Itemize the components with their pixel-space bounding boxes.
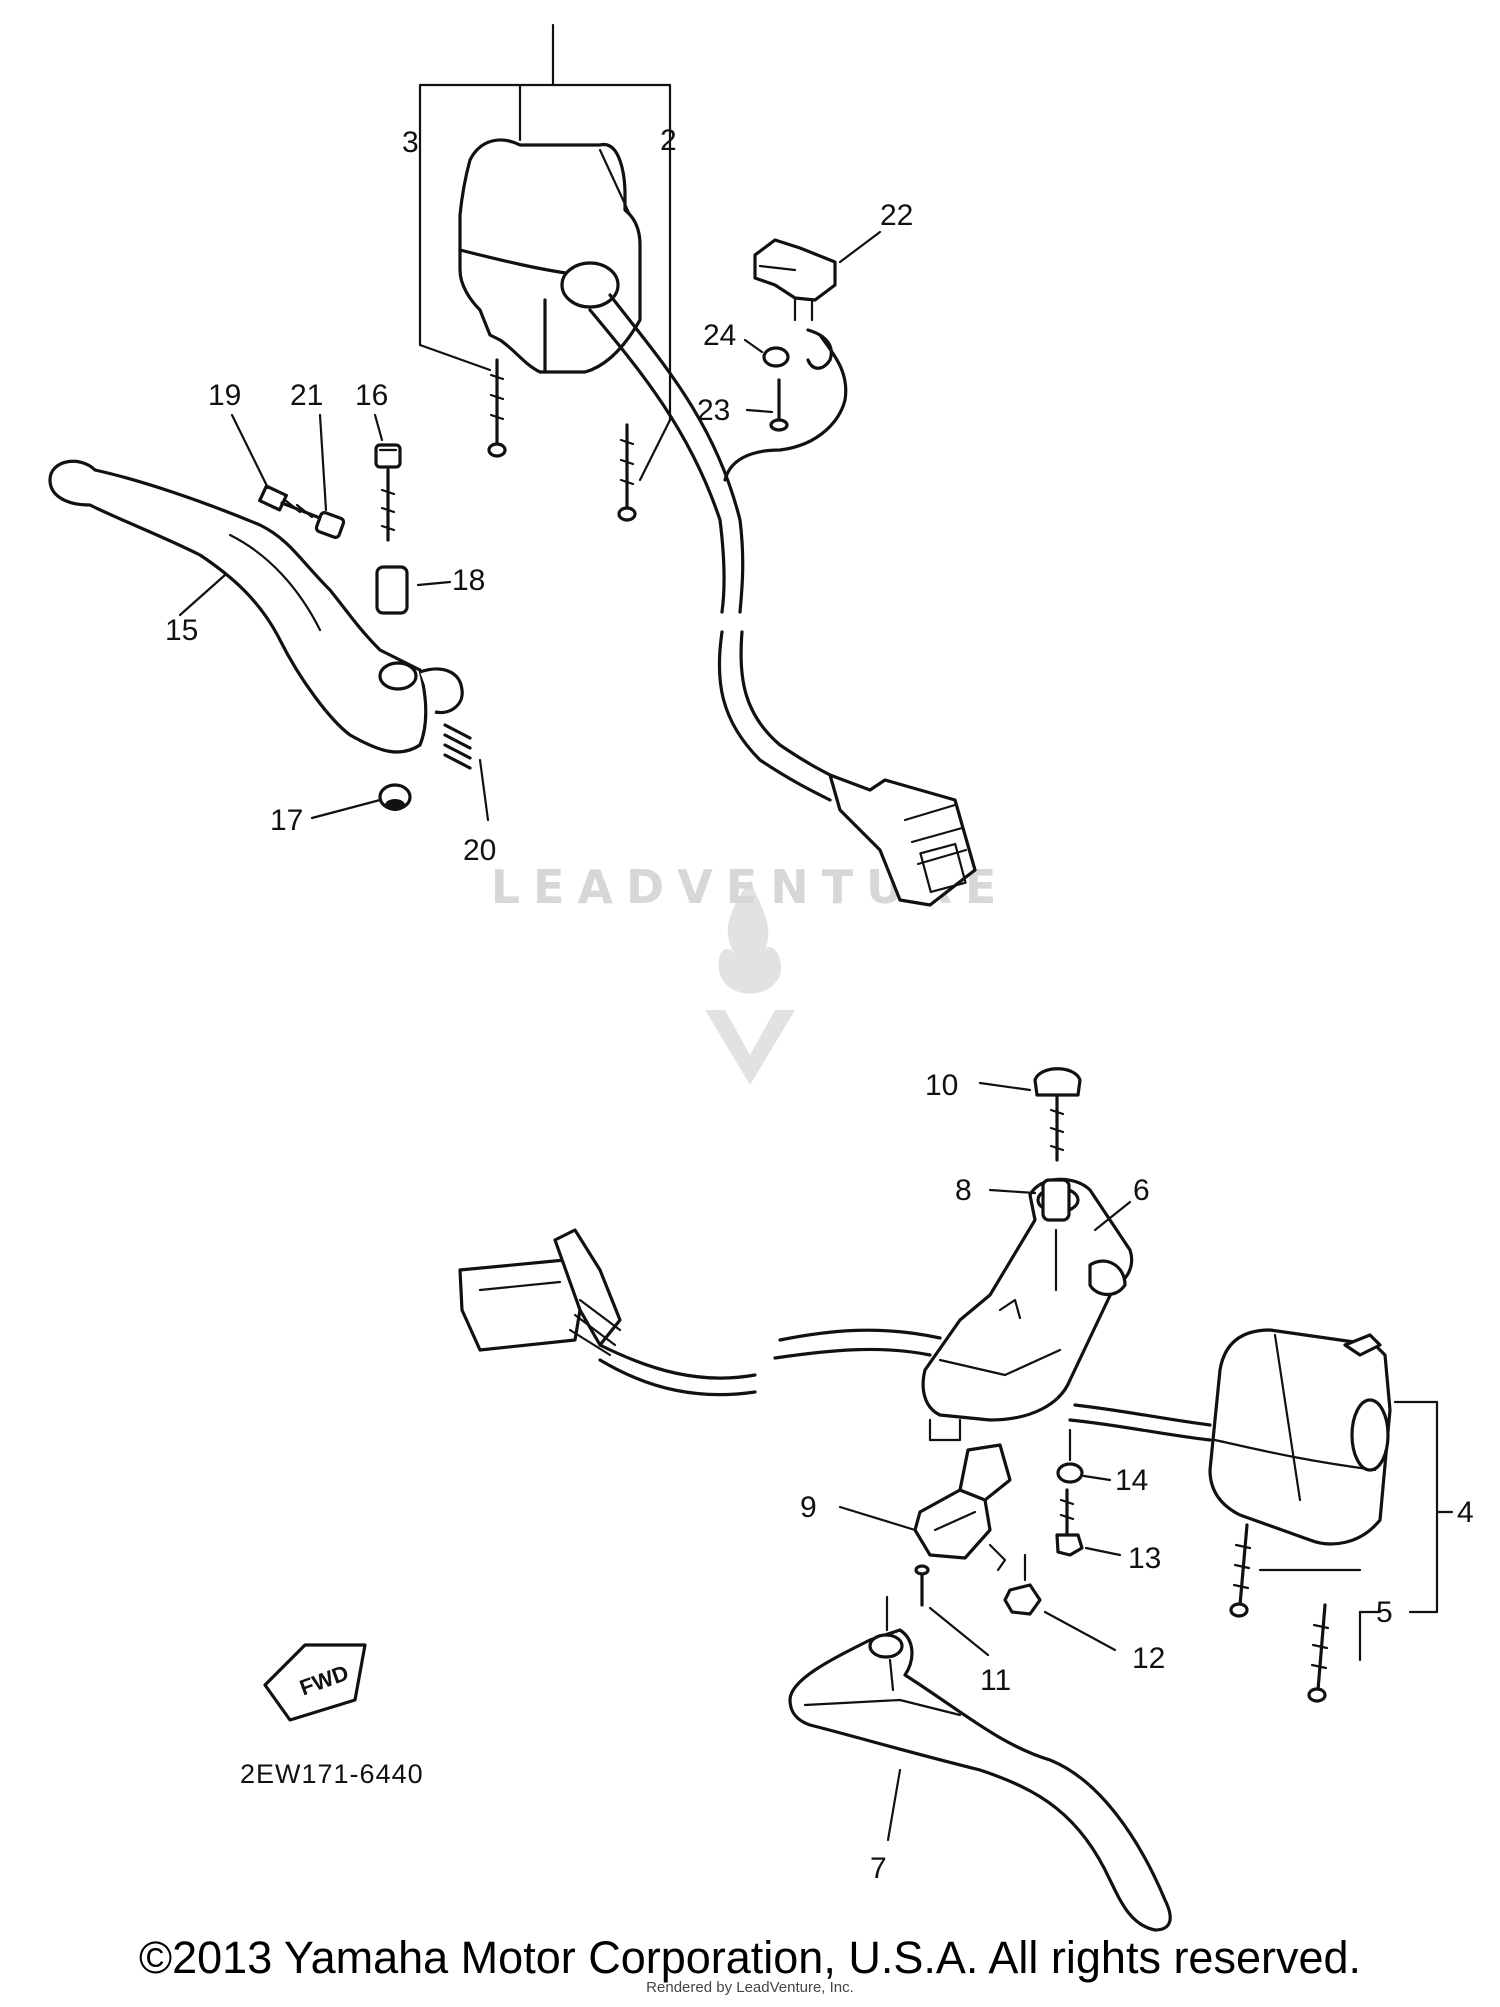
- callout-15: 15: [165, 614, 198, 647]
- leadventure-logo-watermark: [705, 880, 795, 1085]
- front-brake-lever-15: [48, 459, 464, 754]
- callout-18: 18: [452, 564, 485, 597]
- upper-connector-plug: [828, 773, 977, 907]
- callout-6: 6: [1133, 1174, 1150, 1207]
- callout-11: 11: [980, 1664, 1011, 1697]
- nut-12: [1003, 1553, 1117, 1652]
- screw-11: [914, 1564, 990, 1657]
- screw-23: [745, 378, 789, 432]
- housing-screw-2: [617, 418, 672, 522]
- callout-bracket-1: [418, 23, 672, 422]
- callout-12: 12: [1132, 1642, 1165, 1675]
- spacer-18: [375, 565, 452, 615]
- callout-13: 13: [1128, 1542, 1161, 1575]
- adjuster-16: [373, 413, 402, 542]
- spacer-8: [988, 1178, 1071, 1292]
- adjuster-10: [978, 1067, 1082, 1162]
- collar-21: [314, 413, 346, 539]
- housing-screw-5: [1307, 1603, 1330, 1703]
- nut-24: [743, 338, 790, 368]
- housing-screw-3: [487, 358, 507, 458]
- spring-20: [443, 723, 490, 822]
- callout-20: 20: [463, 834, 496, 867]
- clutch-switch-9: [838, 1418, 1012, 1572]
- part-number-code: 2EW171-6440: [240, 1759, 424, 1789]
- copyright-notice: ©2013 Yamaha Motor Corporation, U.S.A. A…: [138, 1932, 1362, 1983]
- callout-17: 17: [270, 804, 303, 837]
- washer-14: [1056, 1428, 1112, 1484]
- callout-19: 19: [208, 379, 241, 412]
- callout-16: 16: [355, 379, 388, 412]
- lower-wiring-harness: [598, 1328, 1212, 1442]
- clutch-lever-bracket-6: [921, 1177, 1134, 1422]
- bolt-19: [230, 413, 322, 520]
- cap-17: [310, 783, 412, 820]
- callout-5: 5: [1376, 1596, 1393, 1629]
- brake-switch-22: [753, 230, 882, 370]
- lower-connector-plug: [458, 1228, 622, 1357]
- callout-23: 23: [697, 394, 730, 427]
- callout-7: 7: [870, 1852, 887, 1885]
- callout-bracket-4-5: [1258, 1400, 1454, 1662]
- clutch-lever-7: [788, 1595, 1172, 1932]
- callout-24: 24: [703, 319, 736, 352]
- callout-14: 14: [1115, 1464, 1148, 1497]
- callout-10: 10: [925, 1069, 958, 1102]
- left-handlebar-switch-housing: [1208, 1328, 1392, 1546]
- callout-8: 8: [955, 1174, 972, 1207]
- callout-4: 4: [1457, 1496, 1474, 1529]
- fwd-arrow-icon: FWD: [263, 1643, 367, 1722]
- callout-21: 21: [290, 379, 323, 412]
- callout-2: 2: [660, 124, 677, 157]
- bolt-13: [1055, 1488, 1122, 1557]
- callout-9: 9: [800, 1491, 817, 1524]
- rendered-by-notice: Rendered by LeadVenture, Inc.: [646, 1979, 854, 1996]
- callout-22: 22: [880, 199, 913, 232]
- upper-wiring-harness: [588, 293, 848, 802]
- callout-3: 3: [402, 126, 419, 159]
- housing-screw-4: [1229, 1523, 1252, 1618]
